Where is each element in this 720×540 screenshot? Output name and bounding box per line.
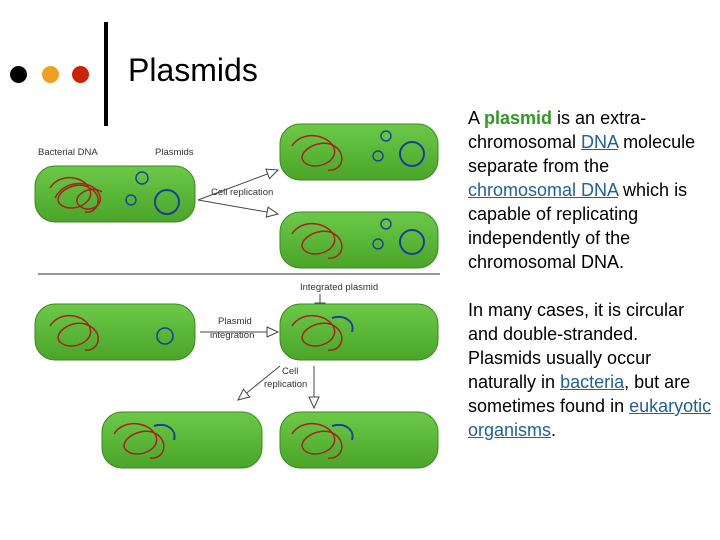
label-cell-replication2-1: Cell <box>282 366 298 377</box>
label-bacterial-dna: Bacterial DNA <box>38 147 98 158</box>
link-dna[interactable]: DNA <box>581 132 619 152</box>
label-plasmid-integration-2: integration <box>210 330 254 341</box>
cell-original <box>34 165 196 223</box>
label-plasmids: Plasmids <box>155 147 194 158</box>
orange-dot <box>42 66 59 83</box>
label-integrated-plasmid: Integrated plasmid <box>300 282 378 293</box>
term-plasmid: plasmid <box>484 108 553 128</box>
paragraph-definition: A plasmid is an extra-chromosomal DNA mo… <box>468 108 696 272</box>
cell-integrated-left <box>101 411 263 469</box>
body-text: A plasmid is an extra-chromosomal DNA mo… <box>468 106 713 442</box>
red-dot <box>72 66 89 83</box>
label-cell-replication2-2: replication <box>264 379 307 390</box>
arrow-replication2-left <box>237 365 281 401</box>
cell-replicated-top <box>279 123 439 181</box>
cell-before-integration <box>34 303 196 361</box>
cell-integrated <box>279 303 439 361</box>
bullet-dots <box>10 66 100 84</box>
cell-integrated-right <box>279 411 439 469</box>
cell-replicated-bottom <box>279 211 439 269</box>
plasmid-diagram: Bacterial DNA Plasmids Cell replication … <box>34 123 440 469</box>
black-dot <box>10 66 27 83</box>
title-divider <box>104 22 108 126</box>
paragraph-details: In many cases, it is circular and double… <box>468 300 712 440</box>
link-bacteria[interactable]: bacteria <box>560 372 625 392</box>
page-title: Plasmids <box>128 52 258 88</box>
link-eukaryotic-organisms[interactable]: eukaryotic organisms <box>468 396 712 440</box>
link-chromosomal-dna[interactable]: chromosomal DNA <box>468 180 619 200</box>
label-cell-replication: Cell replication <box>211 187 273 198</box>
arrow-replication-up <box>197 168 280 201</box>
arrow-replication-down <box>197 199 280 218</box>
label-plasmid-integration-1: Plasmid <box>218 316 252 327</box>
